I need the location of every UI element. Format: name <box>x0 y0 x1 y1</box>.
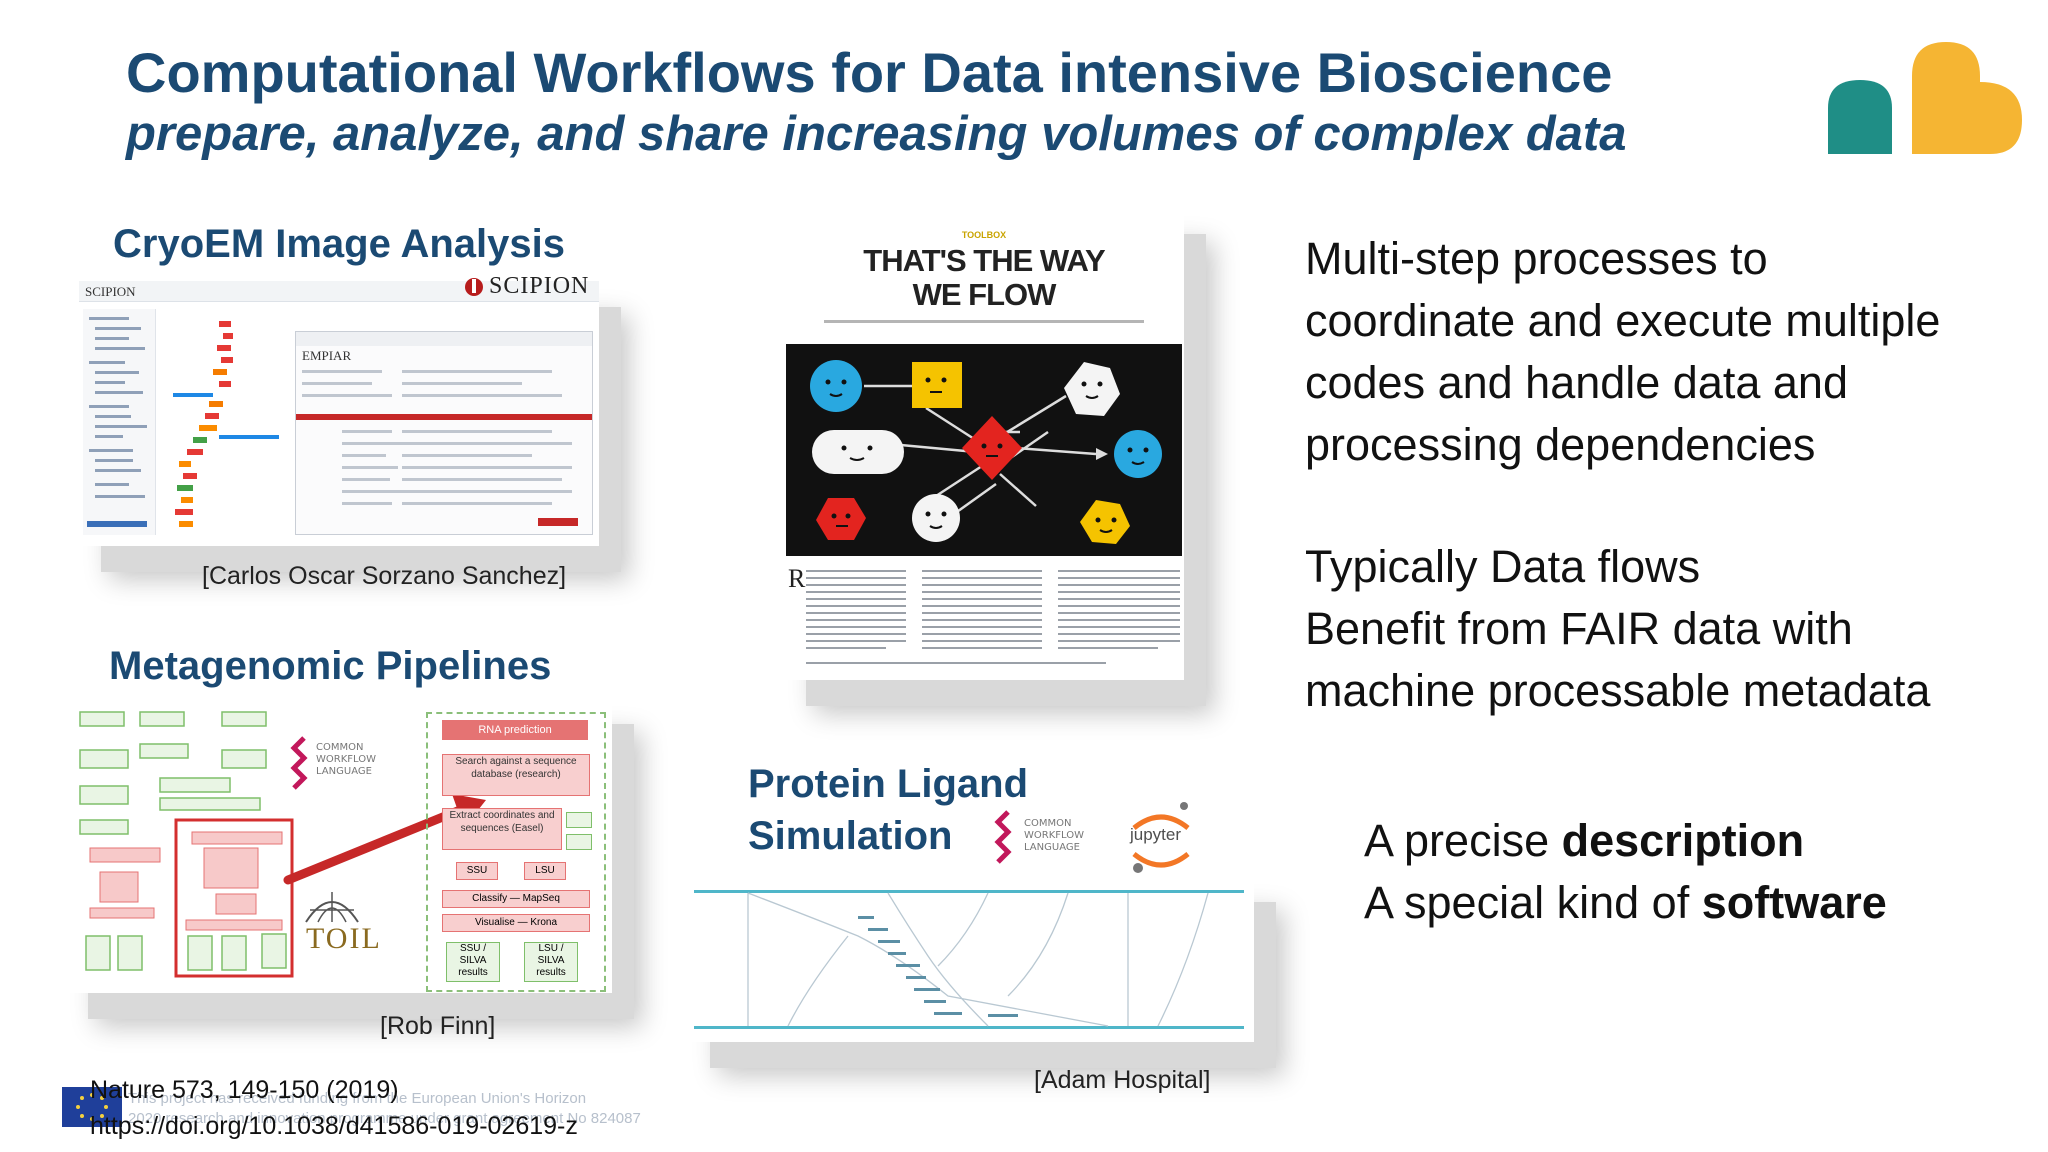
workflow-definition-text: Multi-step processes to coordinate and e… <box>1305 228 1940 476</box>
flow-step-lsu: LSU <box>524 862 566 880</box>
emphasis-line-software: A special kind of software <box>1364 877 1887 928</box>
emphasis-text: A precise description A special kind of … <box>1364 810 1887 934</box>
slide-subtitle: prepare, analyze, and share increasing v… <box>126 107 1627 161</box>
toil-logo-text: TOIL <box>306 922 382 955</box>
flow-step-lsu-results: LSU / SILVA results <box>524 942 578 982</box>
eu-funding-text-1: This project has received funding from t… <box>128 1090 587 1107</box>
flow-step-rna-prediction: RNA prediction <box>442 720 588 740</box>
flow-step-visualise: Visualise — Krona <box>442 914 590 932</box>
jupyter-logo-text: jupyter <box>1130 825 1182 844</box>
cryoem-screenshot: SCIPION <box>79 273 599 546</box>
emphasis-line-description: A precise description <box>1364 815 1805 866</box>
empiar-panel: EMPIAR <box>295 331 593 535</box>
protein-heading-line-2: Simulation <box>748 814 953 858</box>
cryoem-caption: [Carlos Oscar Sorzano Sanchez] <box>202 562 567 590</box>
pipeline-flowchart: RNA prediction Search against a sequence… <box>426 712 606 992</box>
dataflow-line-2: Benefit from FAIR data with <box>1305 603 1853 654</box>
flow-step-classify: Classify — MapSeq <box>442 890 590 908</box>
article-headline: THAT'S THE WAY WE FLOW <box>784 244 1184 312</box>
flow-step-search: Search against a sequence database (rese… <box>442 754 590 796</box>
definition-line-1: Multi-step processes to <box>1305 233 1768 284</box>
definition-line-2: coordinate and execute multiple <box>1305 295 1941 346</box>
flow-step-ssu-results: SSU / SILVA results <box>446 942 500 982</box>
protein-cwl-logo-text: COMMON WORKFLOW LANGUAGE <box>1024 818 1084 853</box>
scipion-helmet-icon <box>465 278 483 296</box>
dataflow-line-1: Typically Data flows <box>1305 541 1701 592</box>
protein-ligand-screenshot <box>688 876 1254 1042</box>
data-flow-text: Typically Data flows Benefit from FAIR d… <box>1305 536 1930 722</box>
dataflow-line-3: machine processable metadata <box>1305 665 1931 716</box>
protein-cwl-logo-icon <box>994 810 1012 864</box>
article-tag: TOOLBOX <box>961 230 1007 240</box>
cryoem-heading: CryoEM Image Analysis <box>113 222 566 266</box>
empiar-title: EMPIAR <box>302 348 352 363</box>
cryoem-tree-panel <box>83 309 156 535</box>
protein-caption: [Adam Hospital] <box>1034 1066 1211 1094</box>
flow-step-ssu: SSU <box>456 862 498 880</box>
mini-flowchart-icon <box>79 711 294 978</box>
workflow-illustration-icon <box>786 344 1182 556</box>
metagenomic-caption: [Rob Finn] <box>380 1012 496 1040</box>
definition-line-4: processing dependencies <box>1305 419 1816 470</box>
article-body-text-icon <box>806 570 1180 664</box>
toil-globe-icon <box>305 892 359 923</box>
metagenomic-diagram: COMMON WORKFLOW LANGUAGE TOIL RNA predic… <box>66 698 612 993</box>
simulation-graph-icon <box>694 890 1244 1029</box>
article-dropcap: R <box>788 564 806 593</box>
cwl-logo-icon <box>290 736 308 790</box>
article-headline-line-1: THAT'S THE WAY <box>863 243 1105 278</box>
protein-heading-line-1: Protein Ligand <box>748 762 1028 806</box>
eu-funding-text-2: 2020 research and innovation programme u… <box>128 1110 641 1127</box>
elixir-logo-icon <box>1828 42 2022 154</box>
definition-line-3: codes and handle data and <box>1305 357 1848 408</box>
protein-ligand-heading: Protein Ligand Simulation <box>748 758 1028 862</box>
article-headline-line-2: WE FLOW <box>912 277 1057 312</box>
metagenomic-heading: Metagenomic Pipelines <box>109 644 552 688</box>
form-rows-icon <box>302 370 578 526</box>
nature-article: TOOLBOX THAT'S THE WAY WE FLOW <box>784 208 1184 680</box>
flow-step-extract: Extract coordinates and sequences (Easel… <box>442 808 562 850</box>
jupyter-logo-icon <box>1132 802 1190 873</box>
cwl-logo-text: COMMON WORKFLOW LANGUAGE <box>316 742 376 777</box>
cryoem-app-title: SCIPION <box>85 284 136 299</box>
nature-citation: Nature 573, 149-150 (2019) <box>90 1076 399 1104</box>
scipion-logo-text: SCIPION <box>489 273 590 299</box>
tree-lines-icon <box>87 317 147 527</box>
slide-title: Computational Workflows for Data intensi… <box>126 41 1613 104</box>
eu-flag-icon <box>62 1087 122 1127</box>
protocol-graph-icon <box>173 321 279 527</box>
nature-doi: https://doi.org/10.1038/d41586-019-02619… <box>90 1112 578 1140</box>
